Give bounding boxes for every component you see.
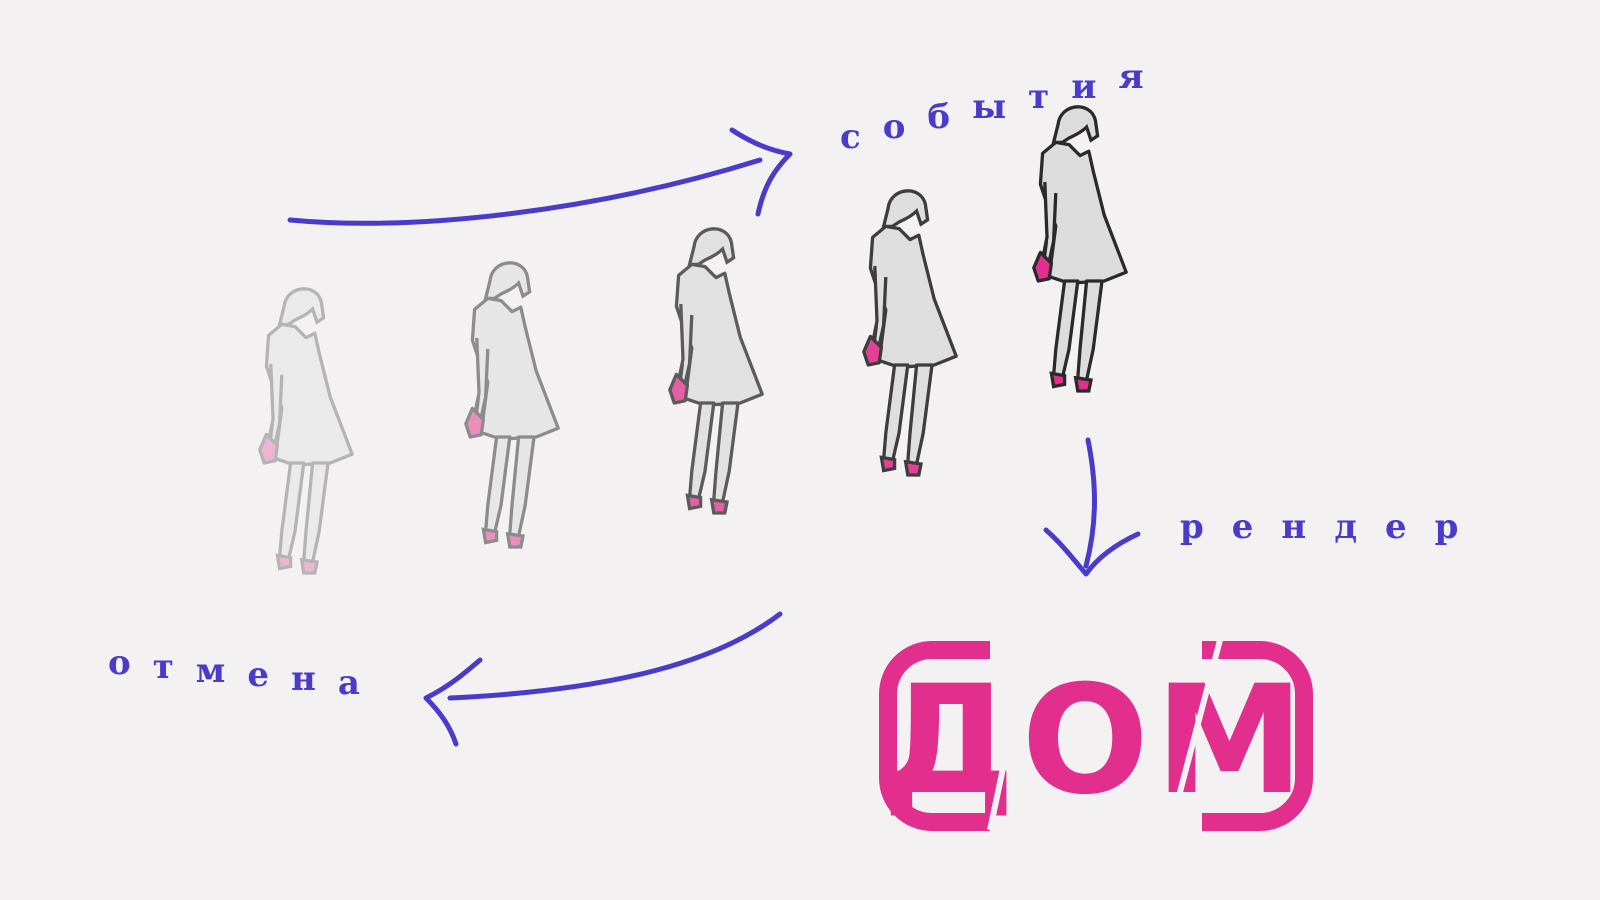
logo-text: ДОМ bbox=[882, 654, 1310, 828]
figure-previous bbox=[668, 227, 764, 515]
undo-arrow bbox=[423, 611, 783, 747]
dom-logo: ДОМ bbox=[879, 639, 1313, 832]
figure-current bbox=[1032, 105, 1128, 393]
figure-older bbox=[464, 261, 560, 549]
render-arrow bbox=[1043, 437, 1141, 577]
figure-oldest bbox=[258, 287, 354, 575]
figure-recent bbox=[862, 189, 958, 477]
events-arrow bbox=[287, 127, 793, 226]
